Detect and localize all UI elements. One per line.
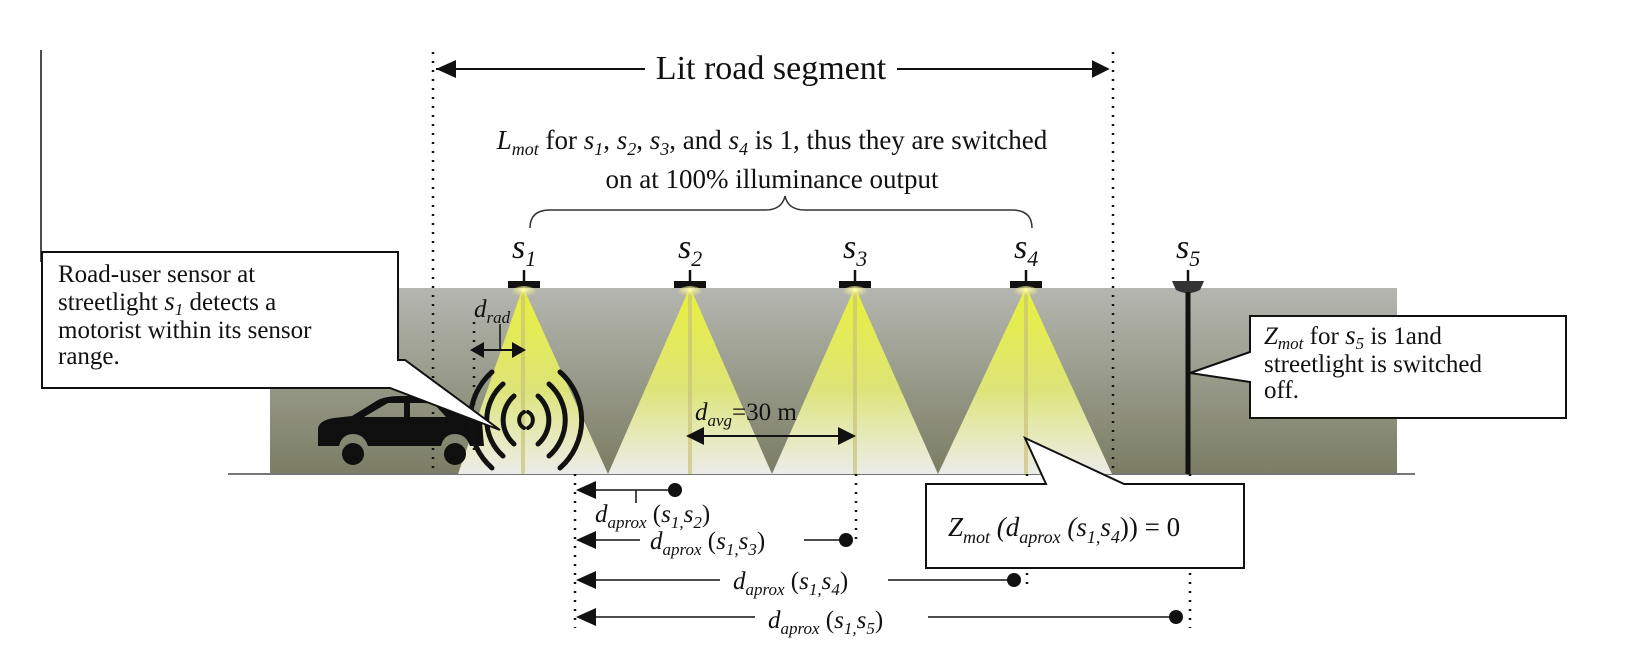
lamp-heads — [508, 270, 1042, 298]
drad-arrowhead-right — [512, 342, 526, 358]
streetlight-label-s2: s2 — [678, 229, 702, 271]
drad-arrowhead-left — [470, 342, 484, 358]
streetlight-label-s4: s4 — [1014, 229, 1038, 271]
zmot-result-text: Zmot (daprox (s1,s4)) = 0 — [948, 512, 1180, 547]
sensor-callout-line4: range. — [58, 343, 120, 370]
drad-label: drad — [474, 296, 511, 327]
daprox-label-s1-s4: daprox (s1,s4) — [733, 568, 848, 599]
sensor-callout-line1: Road-user sensor at — [58, 261, 256, 288]
daprox-arrow-s1-s5 — [576, 608, 1183, 626]
poles-lit — [521, 292, 1028, 474]
streetlight-label-s3: s3 — [843, 229, 867, 271]
streetlight-label-s1: s1 — [512, 229, 536, 271]
lit-segment-title: Lit road segment — [656, 50, 887, 87]
zmot-s5-callout-line3: off. — [1264, 377, 1299, 404]
sensor-callout-box — [41, 251, 501, 431]
lit-segment-arrowhead-left — [436, 60, 456, 78]
davg-arrowhead-left — [686, 427, 704, 445]
zmot-result-box — [925, 435, 1245, 569]
sensor-callout-line3: motorist within its sensor — [58, 317, 312, 344]
daprox-label-s1-s3: daprox (s1,s3) — [650, 528, 765, 559]
daprox-arrow-s1-s2 — [576, 481, 682, 503]
streetlight-s5-pole — [1172, 270, 1204, 474]
daprox-label-s1-s2: daprox (s1,s2) — [595, 501, 710, 532]
zmot-s5-callout-text: Zmot for s5 is 1and streetlight is switc… — [1264, 322, 1564, 404]
lit-lights-brace — [529, 195, 1033, 229]
lmot-note-line2: on at 100% illuminance output — [606, 164, 939, 194]
zmot-s5-callout-box — [1189, 315, 1567, 419]
daprox-arrow-s1-s4 — [576, 571, 1021, 589]
daprox-label-s1-s5: daprox (s1,s5) — [768, 607, 883, 638]
zmot-s5-callout-line2: streetlight is switched — [1264, 351, 1483, 378]
lmot-note-line1: Lmot for s1, s2, s3, and s4 is 1, thus t… — [496, 125, 1048, 159]
zmot-s5-callout-line1: Zmot for s5 is 1and — [1264, 320, 1442, 354]
daprox-arrow-s1-s3 — [576, 531, 853, 549]
streetlight-label-s5: s5 — [1176, 229, 1200, 271]
streetlight-labels: s1 s2 s3 s4 s5 — [512, 229, 1200, 271]
sensor-callout-text: Road-user sensor at streetlight s1 detec… — [58, 262, 394, 370]
sensor-callout-line2: streetlight s1 detects a — [58, 286, 277, 320]
davg-arrowhead-right — [838, 427, 856, 445]
davg-label: davg=30 m — [695, 399, 797, 430]
